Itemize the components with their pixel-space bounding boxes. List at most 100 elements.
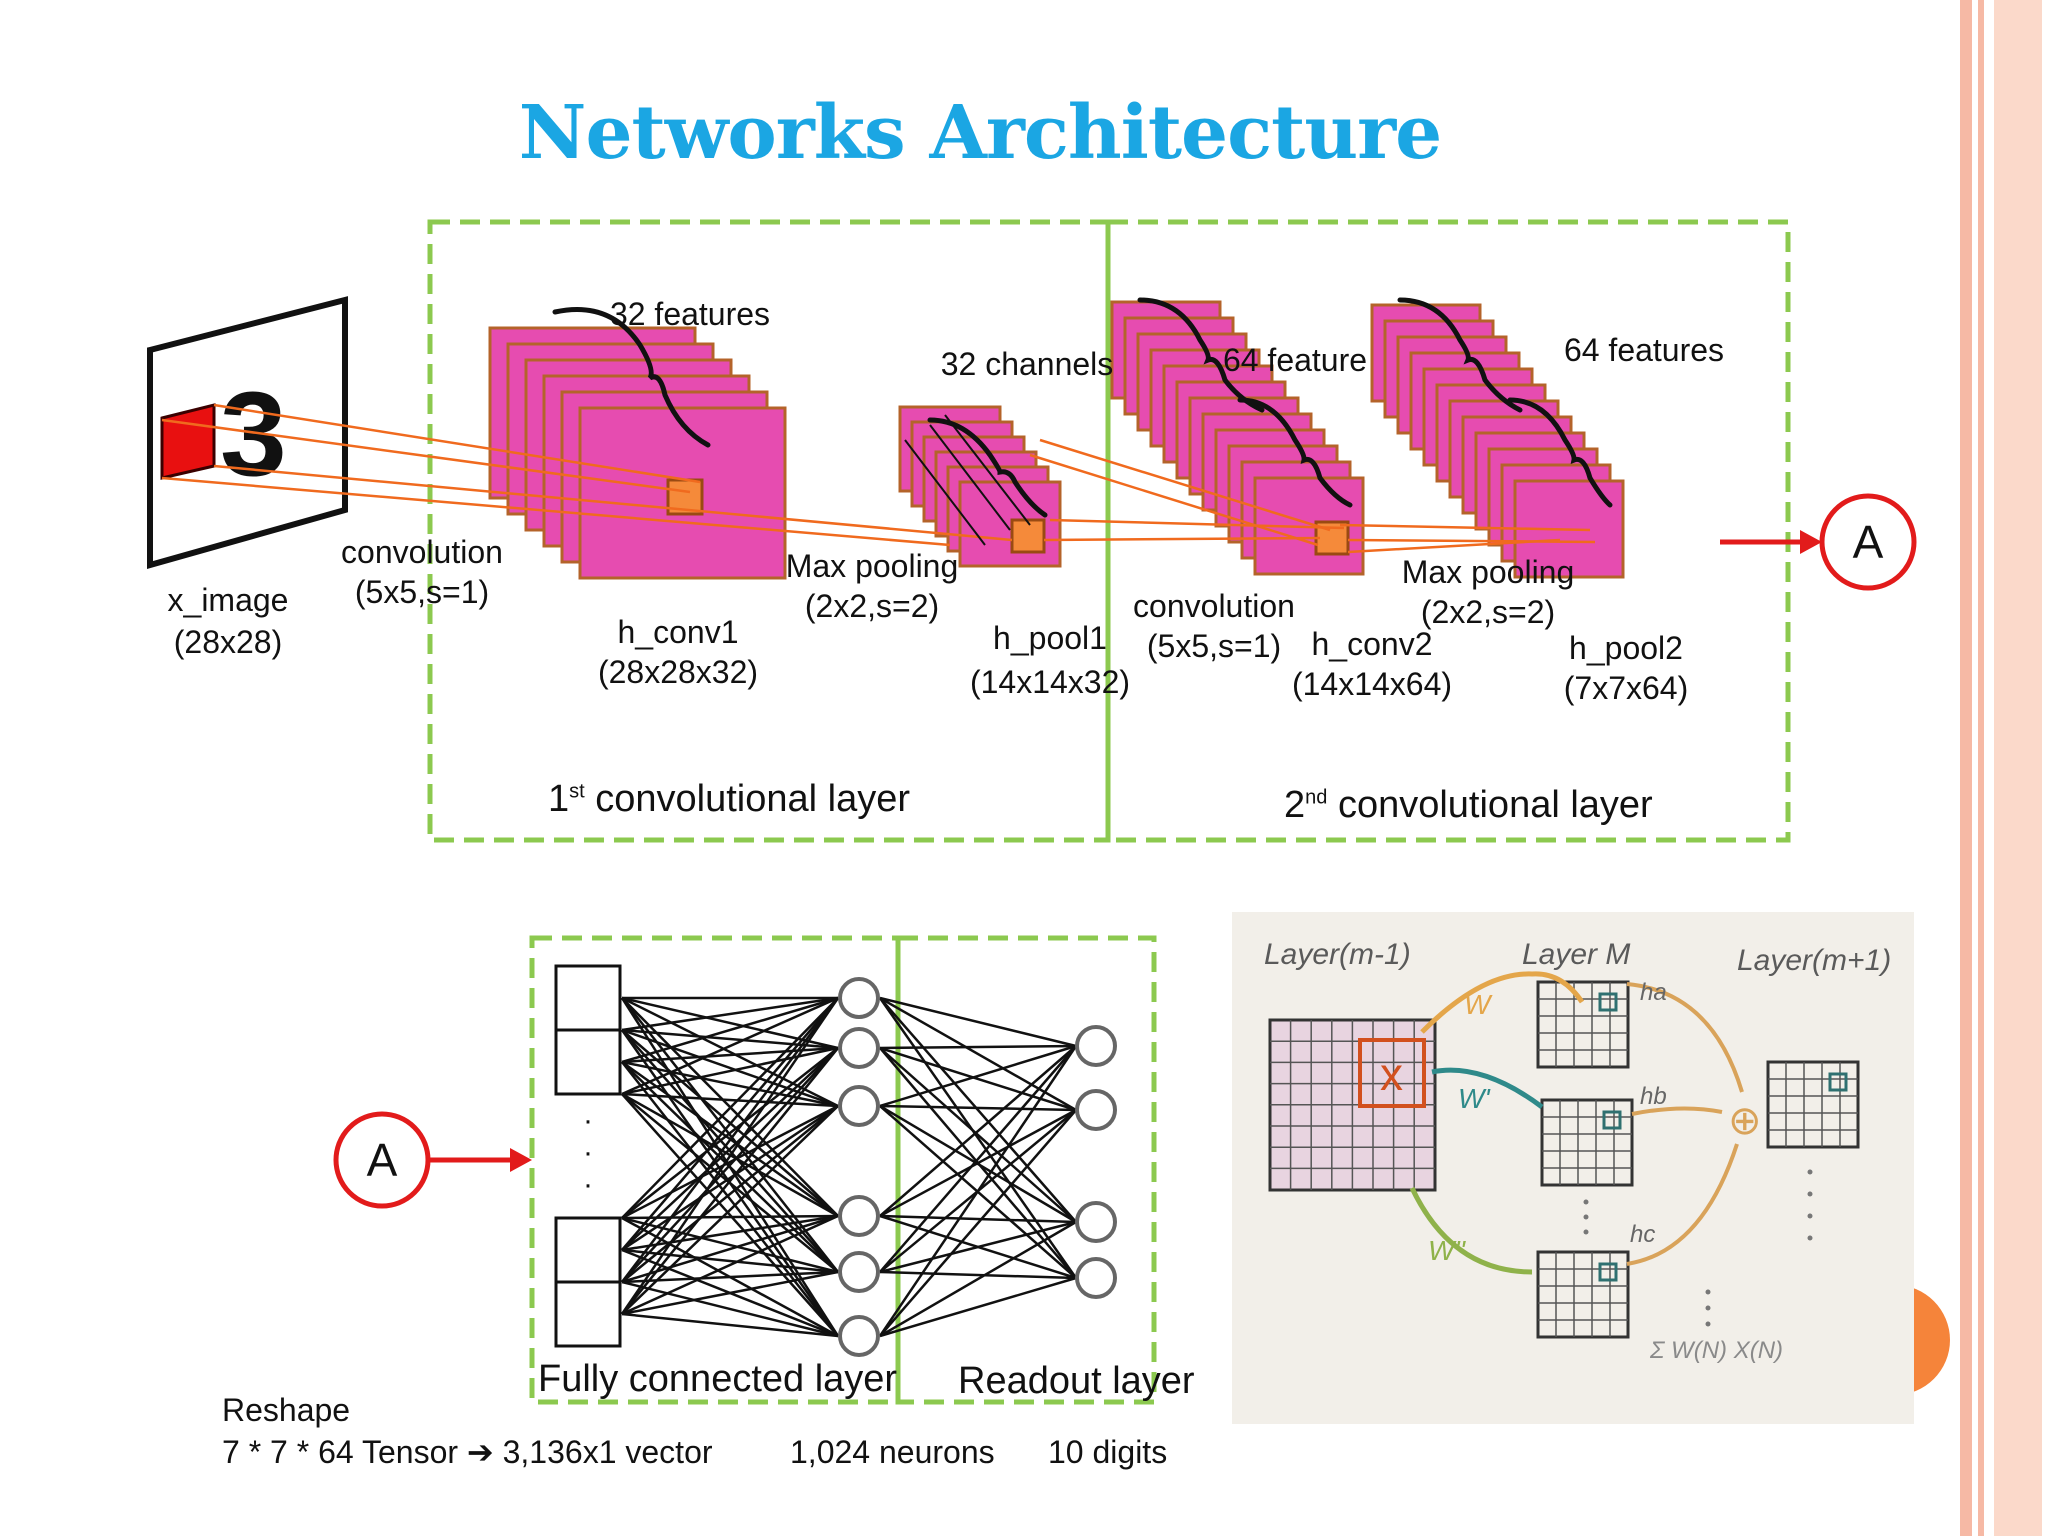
fc-edge <box>621 1093 839 1273</box>
sketch-sum: Σ W(N) X(N) <box>1649 1337 1783 1364</box>
fc-edge <box>621 1104 839 1252</box>
readout-neurons <box>1075 1025 1117 1299</box>
map4-size: (7x7x64) <box>1563 670 1689 706</box>
sketch-curve-w <box>1420 971 1585 1034</box>
map1-size: (28x28x32) <box>597 654 759 690</box>
op2-params: (2x2,s=2) <box>804 588 940 624</box>
connector-a-label: A <box>1853 516 1884 568</box>
sketch-plus: ⊕ <box>1728 1099 1762 1143</box>
readout-neuron <box>1075 1201 1117 1243</box>
layer1-ordinal: 1 <box>548 778 570 820</box>
map4-name: h_pool2 <box>1569 630 1683 666</box>
readout-edge <box>879 1044 1077 1050</box>
sketch-layer-next: Layer(m+1) <box>1737 944 1891 977</box>
slide-title: Networks Architecture <box>518 90 1442 176</box>
brace-pool2-a <box>1397 297 1523 413</box>
readout-edge <box>879 1045 1077 1217</box>
layer1-text: convolutional layer <box>595 778 911 820</box>
readout-edge <box>879 1047 1077 1223</box>
fc-edge <box>621 1092 839 1218</box>
readout-neuron <box>1075 1025 1117 1067</box>
fc-edge <box>621 996 839 1096</box>
fc-edge <box>621 1028 839 1108</box>
sketch-small-grid <box>1536 980 1630 1069</box>
map1-name: h_conv1 <box>617 614 739 650</box>
tensor-label: 7 * 7 * 64 Tensor <box>222 1434 459 1470</box>
sketch-small-grid <box>1540 1098 1634 1187</box>
vector-cell <box>554 1028 622 1096</box>
neurons-label: 1,024 neurons <box>790 1434 995 1470</box>
brace-conv2-b <box>1237 397 1353 508</box>
readout-edges <box>878 996 1078 1338</box>
connector-a2-arrow-head <box>510 1148 532 1172</box>
feature-braces <box>552 297 1613 518</box>
map1-features: 32 features <box>609 296 771 332</box>
vector-dots-1: · <box>583 1104 593 1137</box>
readout-edge <box>879 1108 1077 1218</box>
sketch-hc: hc <box>1630 1221 1655 1248</box>
readout-edge <box>879 1046 1077 1112</box>
fc-edge <box>621 1214 839 1220</box>
readout-box <box>895 935 1157 1405</box>
vector-label: 3,136x1 vector <box>502 1434 713 1470</box>
connector-a2-circle <box>333 1111 431 1209</box>
conv-layer1-box <box>427 219 1111 843</box>
fc-edge <box>621 1092 839 1108</box>
fc-neuron <box>838 1085 880 1127</box>
fc-edge <box>621 1047 839 1251</box>
readout-neuron <box>1075 1089 1117 1131</box>
input-size: (28x28) <box>173 624 283 660</box>
readout-edge <box>879 1214 1077 1224</box>
border-bar-2 <box>1978 0 1984 1536</box>
fc-label: Fully connected layer <box>538 1358 898 1400</box>
border-bar-3 <box>1994 0 2042 1536</box>
sketch-w: W <box>1464 989 1493 1020</box>
sketch-small-grid <box>1536 1250 1630 1339</box>
sketch-small-grid <box>1766 1060 1860 1149</box>
fc-box <box>529 935 901 1405</box>
readout-edge <box>878 1045 1078 1337</box>
input-name: x_image <box>167 582 289 618</box>
fc-neurons <box>838 977 880 1357</box>
fc-edge <box>621 1093 839 1337</box>
sketch-grids-m <box>1536 980 1860 1339</box>
readout-edge <box>879 1045 1077 1273</box>
op3-name: convolution <box>1133 588 1295 624</box>
layer1-label: 1st convolutional layer <box>548 780 910 818</box>
sketch-diagram: Layer(m-1) Layer M Layer(m+1) x W W' W''… <box>1232 912 1914 1424</box>
vector-cells <box>554 964 622 1348</box>
fc-neuron <box>838 1251 880 1293</box>
fc-edge <box>621 1270 839 1316</box>
map2-name: h_pool1 <box>993 620 1107 656</box>
vector-cell <box>554 1280 622 1348</box>
input-digit: 3 <box>220 367 287 501</box>
readout-edge <box>879 997 1077 1223</box>
sketch-curve-w1 <box>1431 1067 1544 1110</box>
fc-edge <box>621 1061 839 1337</box>
pool1-hatching <box>904 414 1031 546</box>
fc-edge <box>621 1105 839 1315</box>
fc-edge <box>621 997 839 1219</box>
op4-name: Max pooling <box>1401 554 1575 590</box>
fc-edges <box>620 996 840 1338</box>
tensor-arrow-icon: ➔ <box>466 1434 494 1470</box>
readout-edge <box>879 1220 1077 1338</box>
fc-edge <box>621 1047 839 1283</box>
layer2-ordinal: 2 <box>1284 784 1306 826</box>
fc-neuron <box>838 977 880 1019</box>
fc-edge <box>621 1216 839 1274</box>
sketch-w2: W'' <box>1428 1235 1467 1266</box>
brace-pool2-b <box>1507 397 1613 508</box>
map3-name: h_conv2 <box>1311 626 1433 662</box>
op1-params: (5x5,s=1) <box>354 574 490 610</box>
conv-layer2-box <box>1105 219 1791 843</box>
connector-a-arrow-head <box>1800 530 1822 554</box>
sketch-curve-w2 <box>1409 1186 1533 1275</box>
fc-edge <box>621 1280 839 1338</box>
sketch-ha: ha <box>1640 979 1667 1006</box>
fc-edge <box>621 1029 839 1273</box>
readout-edge <box>879 1276 1077 1338</box>
readout-edge <box>879 1270 1077 1280</box>
